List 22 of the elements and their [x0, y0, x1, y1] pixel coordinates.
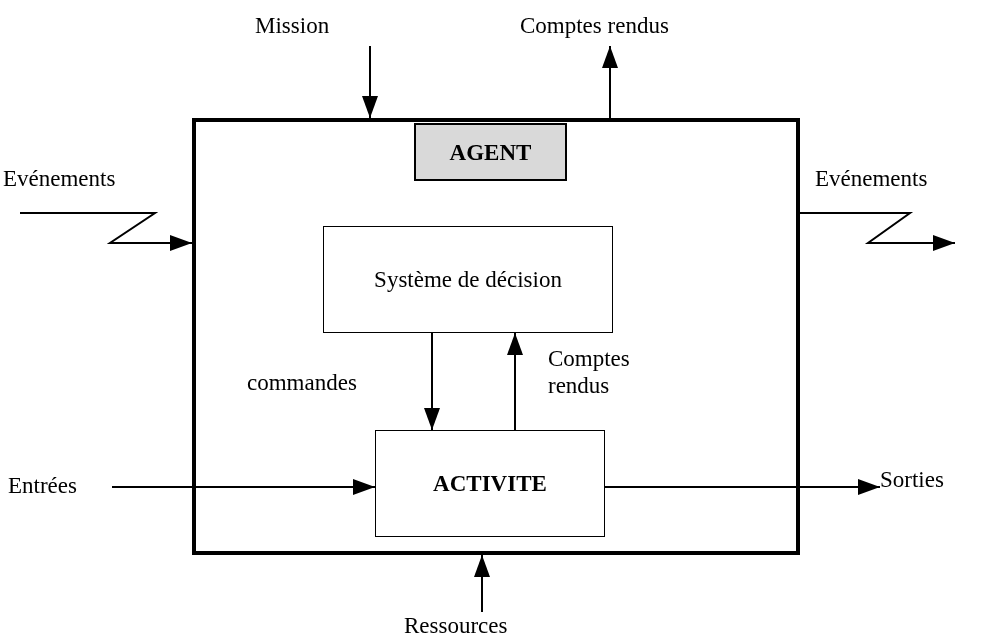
process-box: ACTIVITE	[375, 430, 605, 537]
process-box: Système de décision	[323, 226, 613, 333]
arrow	[602, 45, 618, 119]
arrow	[424, 332, 440, 431]
arrow	[604, 479, 881, 495]
heading-tab: AGENT	[414, 123, 567, 181]
arrow	[507, 332, 523, 431]
edge-label: Comptes rendus	[548, 345, 631, 399]
text-label: Evénements	[3, 165, 175, 213]
arrow	[19, 212, 193, 251]
text-label: Sorties	[880, 466, 975, 496]
text-label: Ressources	[404, 612, 532, 642]
edge-label: commandes	[247, 369, 358, 396]
text-label: Mission	[255, 12, 373, 46]
text-label: Evénements	[815, 165, 1000, 243]
arrow	[111, 479, 376, 495]
text-label: Entrées	[8, 472, 112, 502]
text-label: Comptes rendus	[520, 12, 730, 46]
arrow	[799, 212, 956, 251]
arrow	[474, 554, 490, 613]
agent-frame	[192, 118, 800, 555]
arrow	[362, 45, 378, 119]
